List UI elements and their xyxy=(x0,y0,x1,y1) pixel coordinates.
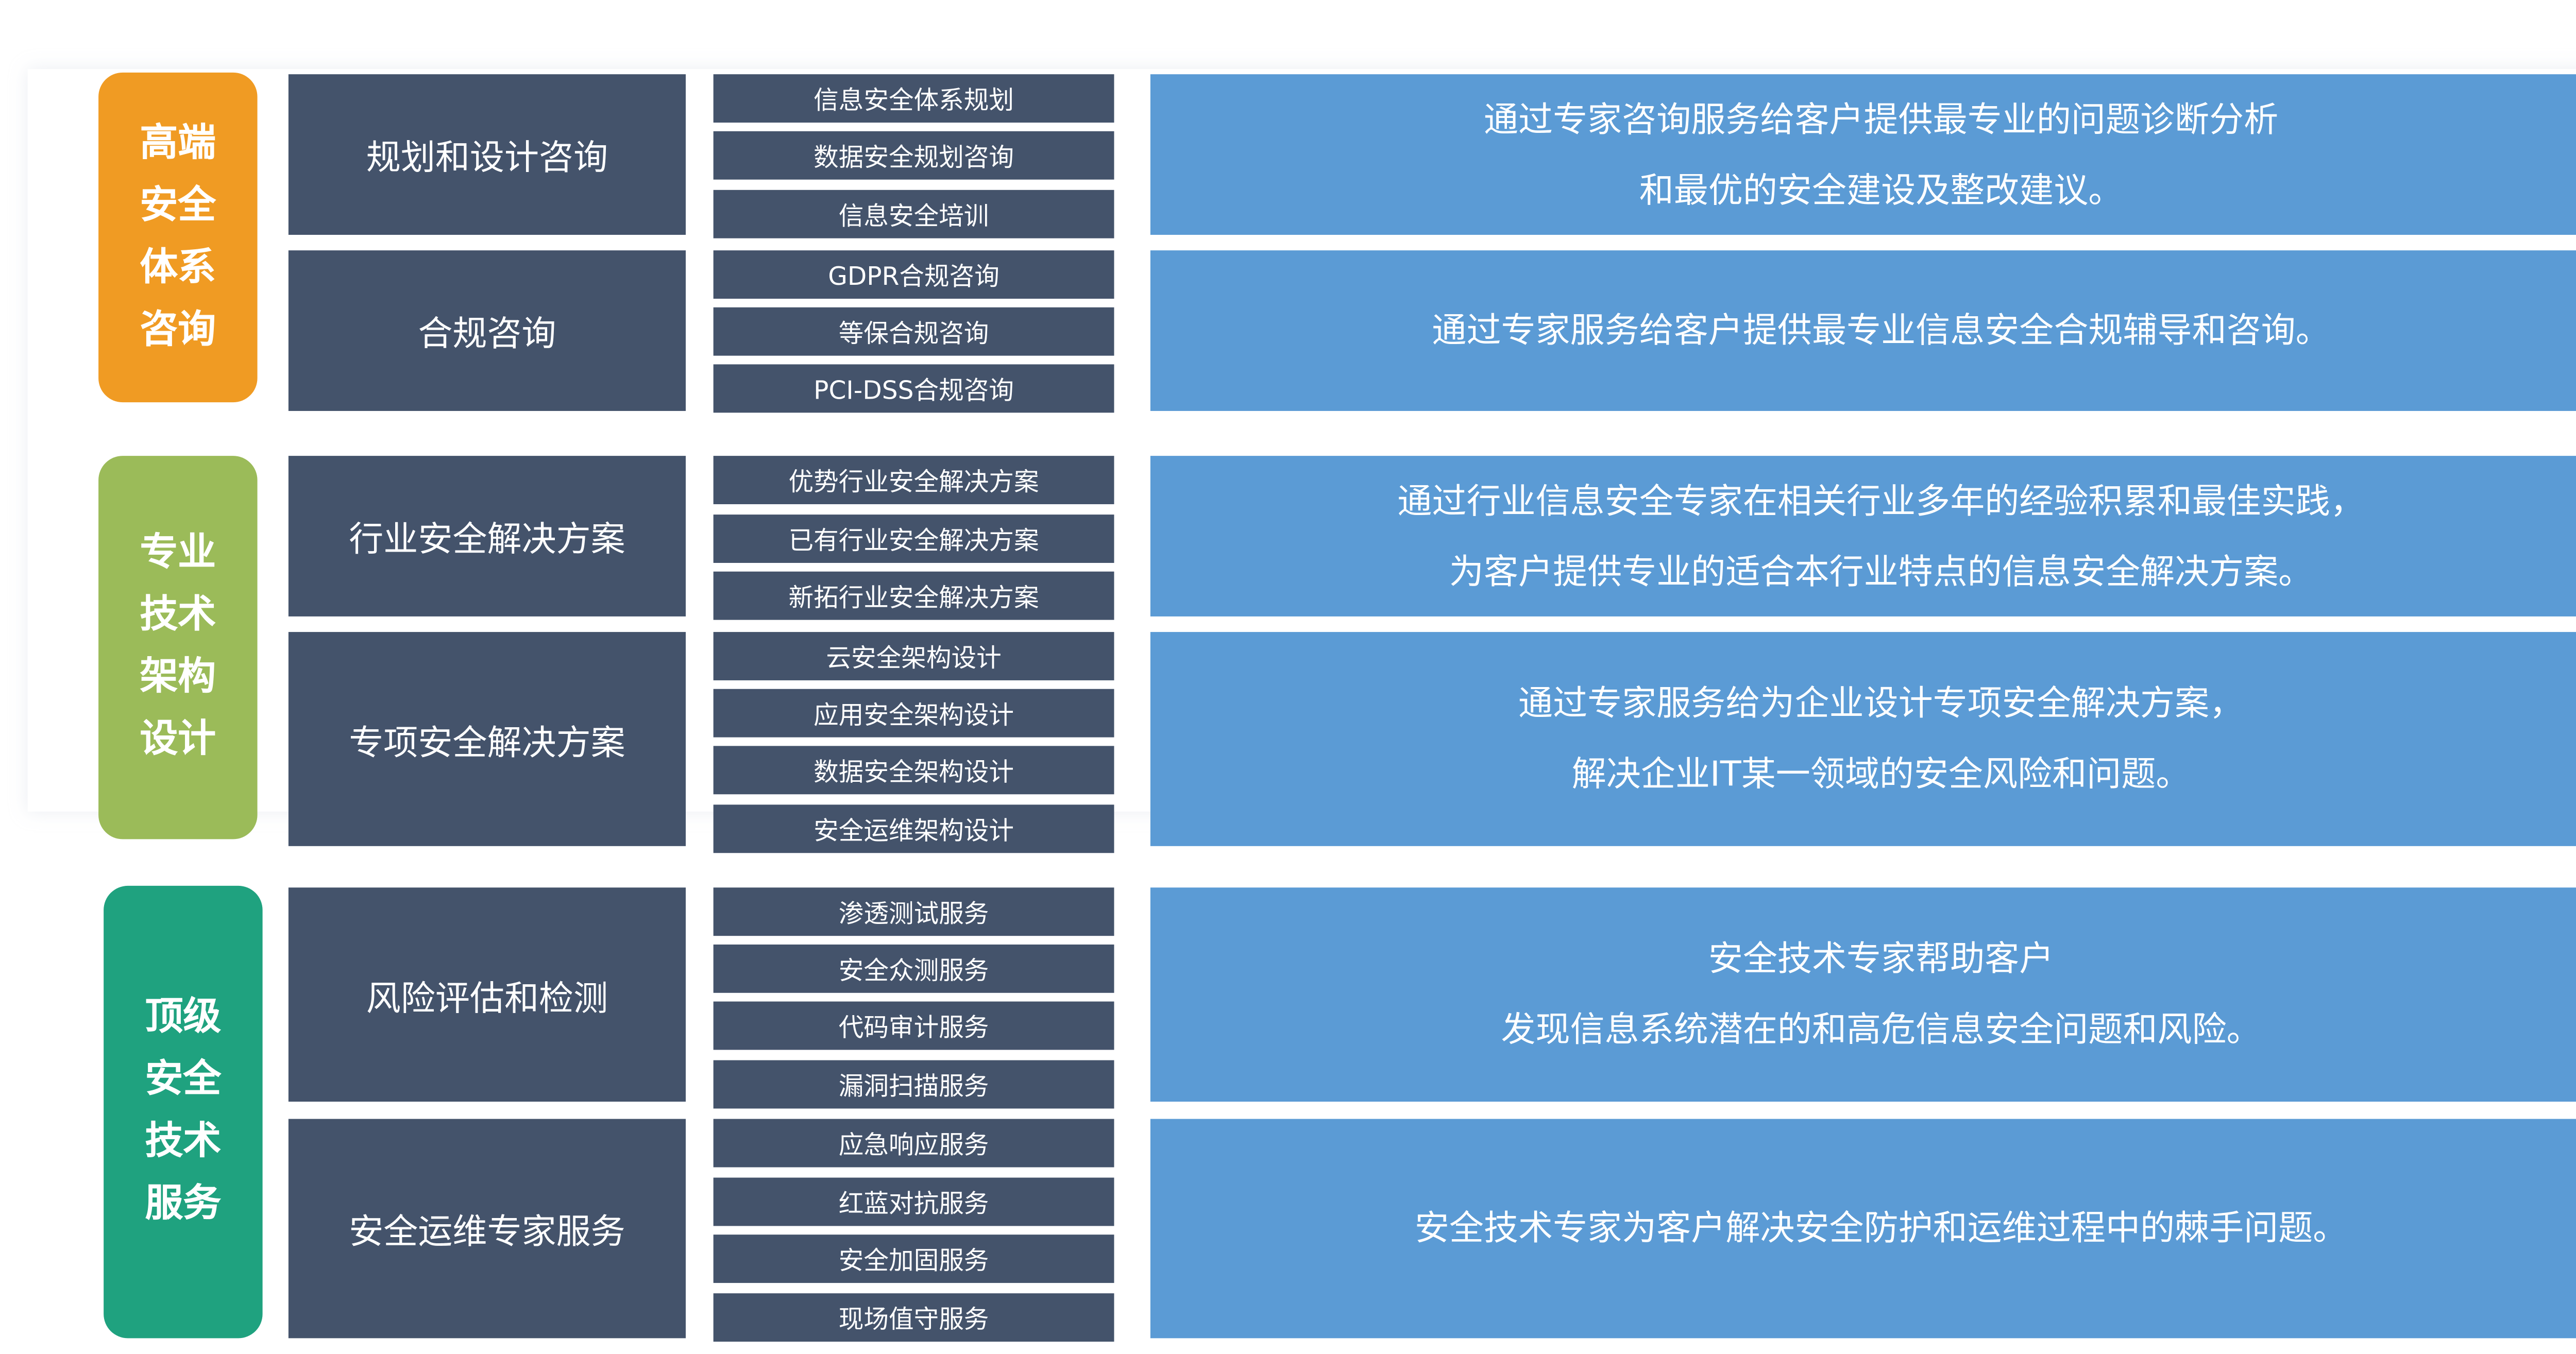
service-description: 通过专家咨询服务给客户提供最专业的问题诊断分析和最优的安全建设及整改建议。 xyxy=(1150,74,2576,235)
description-line: 和最优的安全建设及整改建议。 xyxy=(1639,168,2123,210)
category-badge: 专业技术架构设计 xyxy=(98,456,258,839)
description-line: 解决企业IT某一领域的安全风险和问题。 xyxy=(1571,752,2191,795)
service-item: 代码审计服务 xyxy=(713,1001,1114,1050)
service-group-title: 安全运维专家服务 xyxy=(288,1119,686,1339)
category-badge: 高端安全体系咨询 xyxy=(98,72,258,403)
service-item: 数据安全架构设计 xyxy=(713,746,1114,795)
description-line: 通过专家咨询服务给客户提供最专业的问题诊断分析 xyxy=(1483,97,2279,139)
service-item: 安全运维架构设计 xyxy=(713,804,1114,853)
category-badge: 顶级安全技术服务 xyxy=(104,885,263,1339)
category-label: 专业技术架构设计 xyxy=(140,532,216,762)
service-group-title: 规划和设计咨询 xyxy=(288,74,686,235)
service-item: PCI-DSS合规咨询 xyxy=(713,364,1114,413)
service-item: 应用安全架构设计 xyxy=(713,689,1114,738)
service-item: 云安全架构设计 xyxy=(713,632,1114,680)
description-line: 安全技术专家为客户解决安全防护和运维过程中的棘手问题。 xyxy=(1414,1207,2348,1249)
service-item: 红蓝对抗服务 xyxy=(713,1177,1114,1226)
service-item: 渗透测试服务 xyxy=(713,887,1114,936)
service-group-title: 专项安全解决方案 xyxy=(288,632,686,846)
service-item: 应急响应服务 xyxy=(713,1119,1114,1168)
service-item: 已有行业安全解决方案 xyxy=(713,515,1114,563)
service-item: 新拓行业安全解决方案 xyxy=(713,571,1114,620)
service-group-title: 风险评估和检测 xyxy=(288,887,686,1102)
description-line: 为客户提供专业的适合本行业特点的信息安全解决方案。 xyxy=(1449,550,2313,592)
service-description: 通过专家服务给为企业设计专项安全解决方案， 解决企业IT某一领域的安全风险和问题。 xyxy=(1150,632,2576,846)
service-item: 信息安全体系规划 xyxy=(713,74,1114,123)
service-item: 等保合规咨询 xyxy=(713,307,1114,356)
service-description: 安全技术专家为客户解决安全防护和运维过程中的棘手问题。 xyxy=(1150,1119,2576,1339)
service-item: 数据安全规划咨询 xyxy=(713,131,1114,180)
description-line: 发现信息系统潜在的和高危信息安全问题和风险。 xyxy=(1501,1008,2261,1050)
service-item: 安全加固服务 xyxy=(713,1235,1114,1283)
category-label: 顶级安全技术服务 xyxy=(145,996,222,1226)
service-description: 安全技术专家帮助客户发现信息系统潜在的和高危信息安全问题和风险。 xyxy=(1150,887,2576,1102)
description-line: 安全技术专家帮助客户 xyxy=(1708,937,2054,979)
service-item: 漏洞扫描服务 xyxy=(713,1060,1114,1109)
service-item: 安全众测服务 xyxy=(713,944,1114,993)
service-description: 通过行业信息安全专家在相关行业多年的经验积累和最佳实践， 为客户提供专业的适合本行… xyxy=(1150,456,2576,616)
service-group-title: 合规咨询 xyxy=(288,250,686,411)
description-line: 通过行业信息安全专家在相关行业多年的经验积累和最佳实践， xyxy=(1397,479,2365,521)
service-item: 现场值守服务 xyxy=(713,1293,1114,1342)
category-label: 高端安全体系咨询 xyxy=(140,122,216,352)
service-item: 信息安全培训 xyxy=(713,190,1114,238)
service-group-title: 行业安全解决方案 xyxy=(288,456,686,616)
service-description: 通过专家服务给客户提供最专业信息安全合规辅导和咨询。 xyxy=(1150,250,2576,411)
description-line: 通过专家服务给为企业设计专项安全解决方案， xyxy=(1518,682,2244,724)
service-item: 优势行业安全解决方案 xyxy=(713,456,1114,504)
description-line: 通过专家服务给客户提供最专业信息安全合规辅导和咨询。 xyxy=(1432,309,2330,351)
service-item: GDPR合规咨询 xyxy=(713,250,1114,299)
